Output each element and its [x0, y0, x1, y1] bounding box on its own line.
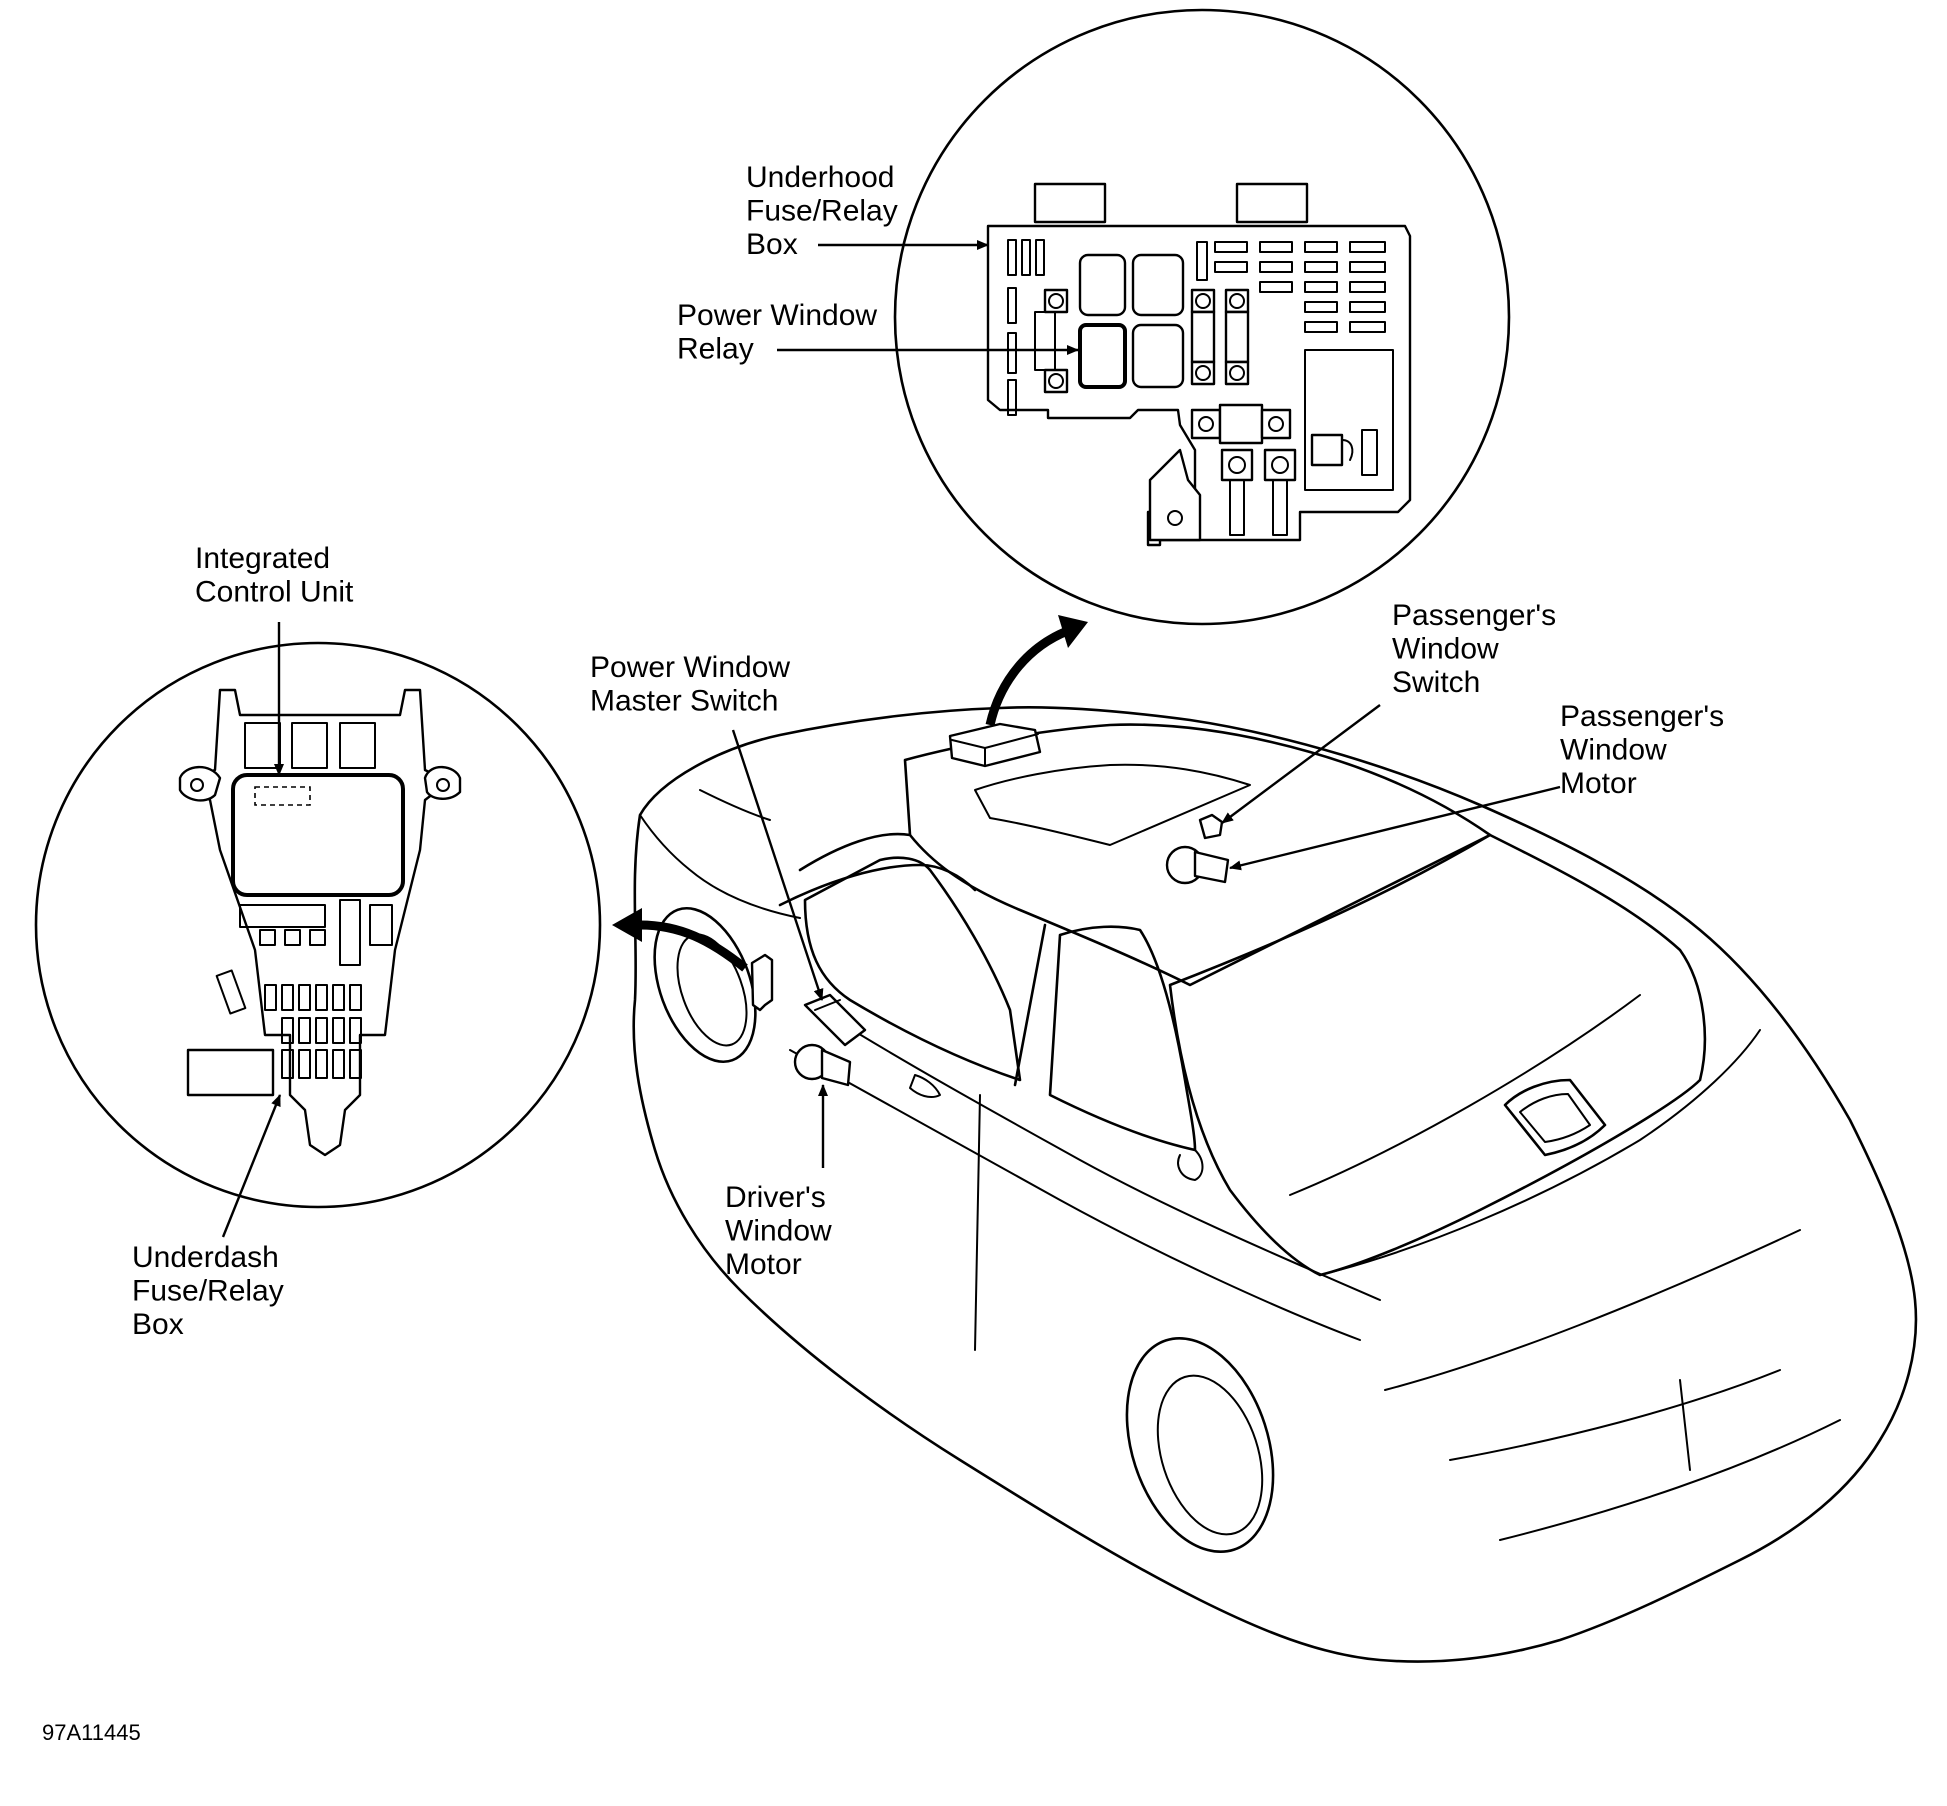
passenger-switch-on-car-icon	[1198, 813, 1224, 840]
label-integrated-control-unit-line-1: Integrated	[195, 542, 330, 575]
label-passengers-window-motor-line-3: Motor	[1560, 767, 1637, 800]
passenger-switch-leader	[1221, 704, 1381, 824]
label-drivers-window-motor-line-1: Driver's	[725, 1181, 826, 1214]
label-underdash-fuse-relay-box-line-1: Underdash	[132, 1241, 279, 1274]
passenger-motor-leader	[1229, 785, 1561, 871]
label-underhood-fuse-relay-box-line-1: Underhood	[746, 161, 894, 194]
label-power-window-relay-line-1: Power Window	[677, 299, 877, 332]
underhood-box-detail-circle	[893, 8, 1511, 626]
power-window-relay-highlight	[1078, 323, 1127, 389]
driver-motor-on-car-icon	[793, 1043, 852, 1087]
label-underdash-fuse-relay-box-line-3: Box	[132, 1308, 184, 1341]
underdash-box-detail-circle	[34, 641, 602, 1209]
label-integrated-control-unit-line-2: Control Unit	[195, 576, 354, 609]
underdash-box-on-car-icon	[750, 953, 774, 1012]
label-passengers-window-switch-line-2: Window	[1392, 633, 1499, 666]
passenger-motor-on-car-icon	[1165, 845, 1230, 885]
label-passengers-window-switch-line-1: Passenger's	[1392, 599, 1556, 632]
label-underhood-fuse-relay-box-line-2: Fuse/Relay	[746, 195, 898, 228]
label-underhood-fuse-relay-box-line-3: Box	[746, 228, 798, 261]
curved-arrow-to-underhood	[985, 615, 1088, 727]
label-passengers-window-motor-line-2: Window	[1560, 734, 1667, 767]
integrated-control-unit-highlight	[231, 773, 405, 897]
fuse-grid	[264, 984, 362, 1079]
label-passengers-window-switch-line-3: Switch	[1392, 666, 1480, 699]
label-power-window-relay-line-2: Relay	[677, 333, 754, 366]
figure-code: 97A11445	[42, 1720, 141, 1745]
label-underdash-fuse-relay-box-line-2: Fuse/Relay	[132, 1275, 284, 1308]
label-drivers-window-motor-line-3: Motor	[725, 1248, 802, 1281]
label-passengers-window-motor-line-1: Passenger's	[1560, 700, 1724, 733]
car-illustration	[632, 706, 1918, 1663]
underhood-box-on-car-icon	[948, 722, 1042, 768]
label-power-window-master-switch-line-1: Power Window	[590, 651, 790, 684]
underdash-leader	[221, 1094, 282, 1238]
label-power-window-master-switch-line-2: Master Switch	[590, 685, 778, 718]
master-switch-leader	[731, 729, 824, 1001]
curved-arrow-to-underdash	[612, 908, 748, 972]
label-drivers-window-motor-line-2: Window	[725, 1215, 832, 1248]
